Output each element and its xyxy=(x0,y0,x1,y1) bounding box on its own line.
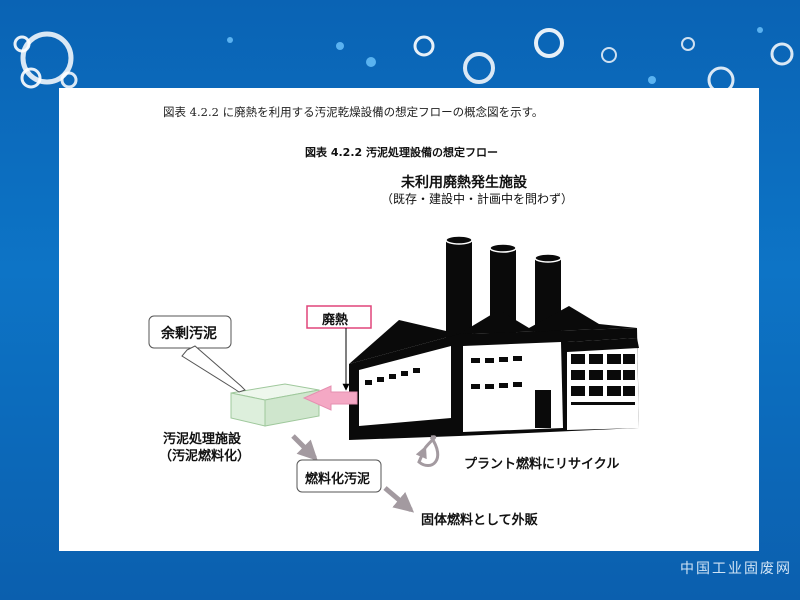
bubble xyxy=(770,42,794,66)
factory-icon xyxy=(349,235,639,440)
factory-title: 未利用廃熱発生施設 xyxy=(401,175,527,191)
bubble xyxy=(20,67,42,89)
bubble xyxy=(601,47,617,63)
surplus-sludge-arrow xyxy=(181,345,246,393)
waste-heat-label: 廃熱 xyxy=(322,313,349,328)
waste-heat-box xyxy=(306,305,372,329)
facility-label-line2: （汚泥燃料化） xyxy=(159,449,251,464)
dot xyxy=(366,57,376,67)
dot xyxy=(336,42,344,50)
bubble xyxy=(534,28,564,58)
sludge-fuel-box xyxy=(296,459,382,493)
flow-diagram xyxy=(148,235,639,513)
slide-panel: 図表 4.2.2 に廃熱を利用する汚泥乾燥設備の想定フローの概念図を示す。 図表… xyxy=(59,88,759,551)
facility-label-line1: 汚泥処理施設 xyxy=(163,432,242,447)
recycle-label: プラント燃料にリサイクル xyxy=(464,457,620,472)
waste-heat-arrow xyxy=(302,385,358,411)
dot xyxy=(648,76,656,84)
solid-fuel-label: 固体燃料として外販 xyxy=(421,513,538,528)
sludge-processing-box xyxy=(230,383,320,427)
bubble xyxy=(60,71,78,89)
surplus-sludge-label: 余剰汚泥 xyxy=(161,326,217,342)
sludge-fuel-label: 燃料化汚泥 xyxy=(305,472,371,487)
bubble xyxy=(13,35,31,53)
figure-title: 図表 4.2.2 汚泥処理設備の想定フロー xyxy=(305,146,498,159)
bubble xyxy=(681,37,695,51)
dot xyxy=(227,37,233,43)
recycle-arrow xyxy=(415,436,440,468)
watermark: 中国工业固废网 xyxy=(680,561,792,577)
bubble xyxy=(20,31,74,85)
flow-arrow-to-sale xyxy=(383,486,415,513)
flow-arrow-to-fuel xyxy=(291,434,318,461)
bubble xyxy=(463,52,495,84)
factory-subtitle: （既存・建設中・計画中を問わず） xyxy=(381,192,574,206)
bubble xyxy=(413,35,435,57)
dot xyxy=(757,27,763,33)
figure-caption: 図表 4.2.2 に廃熱を利用する汚泥乾燥設備の想定フローの概念図を示す。 xyxy=(163,105,544,119)
